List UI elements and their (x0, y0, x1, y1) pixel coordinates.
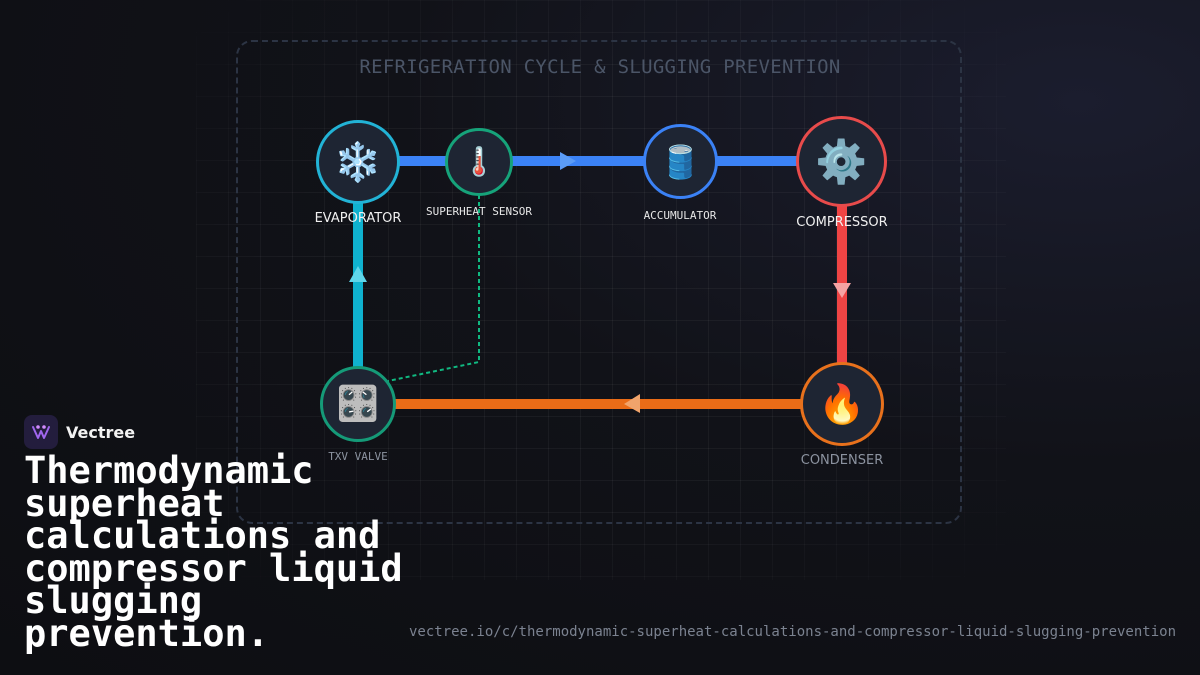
diagram-frame (236, 40, 962, 524)
gear-icon: ⚙️ (815, 136, 868, 186)
txv-valve-node[interactable]: 🎛️ (320, 366, 396, 442)
compressor-node[interactable]: ⚙️ (796, 116, 887, 207)
control-knobs-icon: 🎛️ (336, 384, 380, 424)
arrow-left (624, 394, 640, 413)
brand[interactable]: Vectree (24, 415, 135, 449)
superheat-sensor-node[interactable]: 🌡️ (445, 128, 513, 196)
page-url[interactable]: vectree.io/c/thermodynamic-superheat-cal… (408, 624, 1176, 640)
brand-name: Vectree (66, 422, 136, 442)
fire-icon: 🔥 (818, 382, 866, 426)
background-grid (196, 0, 1006, 580)
snowflake-icon: ❄️ (334, 140, 382, 184)
page-title: Thermodynamic superheat calculations and… (24, 449, 403, 655)
oil-drum-icon: 🛢️ (660, 142, 701, 181)
compressor-label: COMPRESSOR (796, 215, 888, 230)
evaporator-label: EVAPORATOR (314, 211, 402, 226)
evaporator-node[interactable]: ❄️ (316, 120, 400, 204)
condenser-node[interactable]: 🔥 (800, 362, 884, 446)
arrow-down (833, 283, 851, 298)
vectree-logo-icon (24, 415, 58, 449)
arrow-right (560, 152, 576, 170)
diagram-title: REFRIGERATION CYCLE & SLUGGING PREVENTIO… (359, 56, 841, 78)
superheat-sensor-label: SUPERHEAT SENSOR (426, 205, 532, 218)
thermometer-icon: 🌡️ (461, 145, 497, 178)
txv-valve-label: TXV VALVE (328, 450, 388, 463)
arrow-up (349, 266, 367, 282)
accumulator-node[interactable]: 🛢️ (643, 124, 718, 199)
condenser-label: CONDENSER (800, 453, 884, 468)
accumulator-label: ACCUMULATOR (643, 209, 717, 222)
